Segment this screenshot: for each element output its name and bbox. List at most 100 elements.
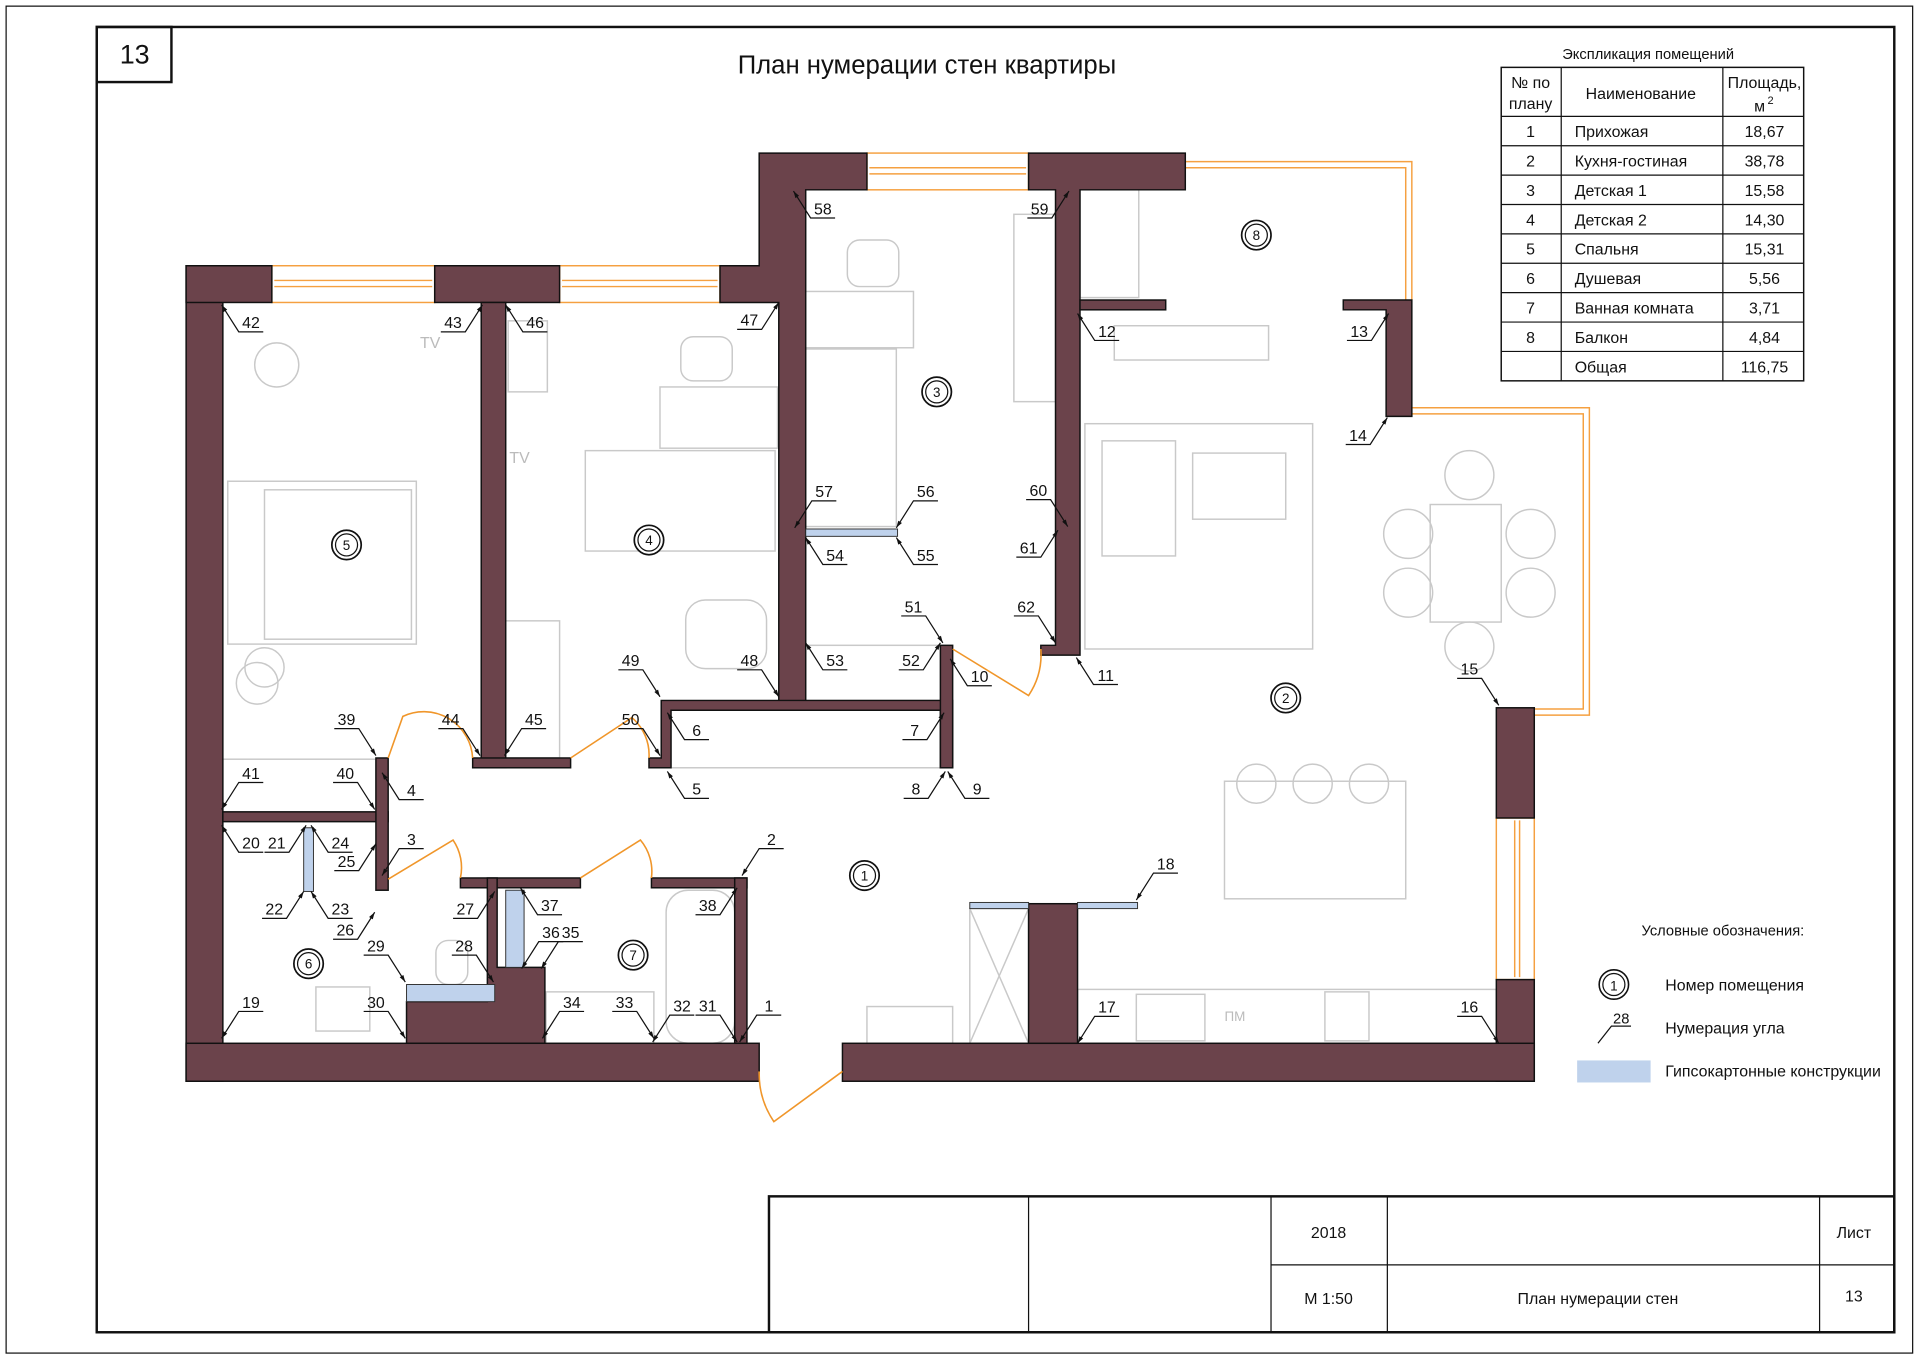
corner-number: 27 (456, 902, 474, 919)
corner-number: 54 (826, 548, 844, 565)
tb-sheet-label: Лист (1837, 1225, 1872, 1242)
corner-label: 40 (333, 766, 376, 810)
room-marker: 5 (330, 529, 363, 561)
room-circle-icon (617, 939, 649, 971)
corner-label: 4 (381, 772, 424, 801)
leader-arrow-icon (540, 941, 583, 969)
leader-arrow-icon (1026, 499, 1069, 527)
leader-arrow-icon (741, 847, 784, 876)
corner-number: 33 (616, 995, 634, 1012)
leader-arrow-icon (1016, 529, 1059, 558)
corner-number: 10 (971, 669, 989, 686)
legend-corner-symbol: 28 (1613, 1012, 1629, 1028)
corner-number: 35 (562, 925, 580, 942)
corner-number: 13 (1350, 324, 1368, 341)
leader-arrow-icon (902, 712, 945, 741)
corner-label: 61 (1016, 529, 1059, 558)
leader-arrow-icon (1075, 657, 1118, 686)
room-marker: 7 (617, 939, 649, 971)
room-marker: 3 (921, 376, 953, 408)
room-marker: 4 (633, 524, 665, 556)
corner-label: 46 (505, 304, 548, 333)
tb-scale: М 1:50 (1304, 1291, 1353, 1308)
corner-label: 49 (618, 653, 661, 698)
corner-number: 38 (699, 898, 717, 915)
corner-number: 61 (1020, 540, 1038, 557)
leader-arrow-icon (264, 824, 307, 853)
cell-area: 15,58 (1745, 183, 1785, 200)
leader-arrow-icon (737, 302, 780, 331)
leader-arrow-icon (612, 1010, 655, 1039)
corner-number: 57 (815, 484, 833, 501)
leader-arrow-icon (1457, 677, 1500, 706)
cell-num: 8 (1526, 330, 1535, 347)
cell-area: 15,31 (1745, 242, 1785, 259)
corner-number: 21 (268, 836, 286, 853)
corner-number: 37 (541, 898, 559, 915)
cell-name: Прихожая (1575, 124, 1649, 141)
corner-label: 42 (221, 304, 264, 333)
leader-arrow-icon (333, 911, 376, 940)
corner-number: 18 (1157, 856, 1175, 873)
leader-arrow-icon (947, 771, 990, 799)
corner-label: 26 (333, 911, 376, 940)
corner-label: 48 (737, 653, 780, 698)
leader-arrow-icon (1077, 1015, 1120, 1044)
leader-arrow-icon (333, 781, 376, 810)
leader-arrow-icon (652, 1014, 695, 1043)
corner-number: 55 (917, 548, 935, 565)
kitchen-counter (1076, 988, 1498, 1045)
cell-area: 18,67 (1745, 124, 1785, 141)
leader-arrow-icon (1457, 1015, 1500, 1044)
room-marker: 1 (848, 859, 881, 892)
corner-number: 19 (242, 995, 260, 1012)
furniture: TV TV ПМ (222, 189, 1556, 1045)
header-area-sup: 2 (1768, 95, 1774, 107)
corner-number: 59 (1031, 201, 1049, 218)
room-circle-icon (330, 529, 363, 561)
sheet-number: 13 (120, 40, 150, 70)
corner-label: 30 (363, 995, 406, 1039)
corner-number: 62 (1017, 599, 1035, 616)
header-area-1: Площадь, (1728, 75, 1802, 92)
leader-arrow-icon (381, 772, 424, 801)
corner-label: 8 (903, 771, 946, 799)
corner-label: 3 (381, 832, 424, 876)
fridge-label: ПМ (1224, 1009, 1245, 1024)
leader-arrow-icon (1077, 313, 1120, 342)
room-marker: 2 (1270, 682, 1302, 714)
tb-drawing-name: План нумерации стен (1518, 1291, 1679, 1308)
leader-arrow-icon (451, 954, 494, 983)
room-number: 8 (1253, 228, 1260, 243)
room-number: 7 (629, 948, 636, 963)
corner-number: 40 (336, 766, 354, 783)
corner-number: 1 (765, 998, 774, 1015)
cell-area: 3,71 (1749, 300, 1780, 317)
corner-number: 42 (242, 315, 260, 332)
corner-label: 9 (947, 771, 990, 799)
corner-number: 23 (332, 902, 350, 919)
title-block: 2018 М 1:50 План нумерации стен Лист 13 (767, 1195, 1896, 1334)
leader-arrow-icon (1013, 615, 1057, 644)
leader-arrow-icon (794, 500, 837, 529)
leader-arrow-icon (438, 727, 481, 756)
leader-arrow-icon (618, 669, 661, 698)
bed-child1 (797, 348, 898, 528)
explication-table: Экспликация помещений № по плану Наимено… (1500, 47, 1805, 382)
corner-number: 29 (367, 938, 385, 955)
corner-label: 5 (666, 771, 709, 799)
corner-label: 62 (1013, 599, 1057, 644)
cell-name: Спальня (1575, 242, 1639, 259)
corner-number: 17 (1098, 1000, 1116, 1017)
corner-number: 31 (699, 998, 717, 1015)
gypsum-swatch (1577, 1060, 1651, 1083)
cell-num: 3 (1526, 183, 1535, 200)
leader-arrow-icon (898, 642, 941, 671)
leader-arrow-icon (895, 500, 938, 529)
corner-number: 51 (905, 599, 923, 616)
corner-label: 16 (1457, 1000, 1500, 1044)
corner-number: 26 (336, 923, 354, 940)
corner-label: 36 (521, 925, 564, 969)
